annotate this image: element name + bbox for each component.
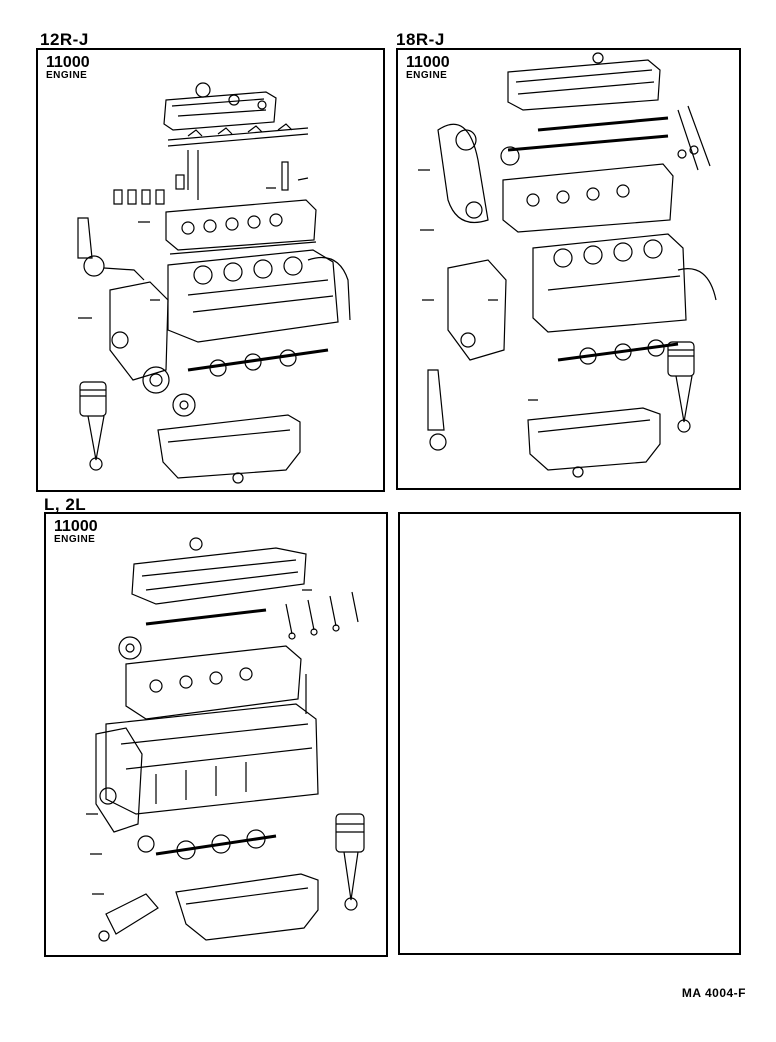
part-label: ENGINE (406, 70, 448, 81)
part-code: 11000 (46, 54, 90, 71)
engine-exploded-drawing (86, 537, 365, 942)
part-label: ENGINE (54, 534, 96, 545)
engine-panel-18r-j: 11000 ENGINE (396, 48, 741, 490)
model-label-l-2l: L, 2L (44, 495, 87, 514)
engine-exploded-drawing (418, 52, 717, 478)
engine-panel-l-2l: 11000 ENGINE (44, 512, 388, 957)
model-label-12r-j: 12R-J (40, 30, 89, 49)
engine-panel-12r-j: 11000 ENGINE (36, 48, 385, 492)
empty-panel (398, 512, 741, 955)
engine-exploded-drawing (77, 82, 351, 484)
part-code: 11000 (406, 54, 450, 71)
model-label-18r-j: 18R-J (396, 30, 445, 49)
reference-code: MA 4004-F (681, 986, 746, 1000)
part-code: 11000 (54, 518, 98, 535)
part-label: ENGINE (46, 70, 88, 81)
